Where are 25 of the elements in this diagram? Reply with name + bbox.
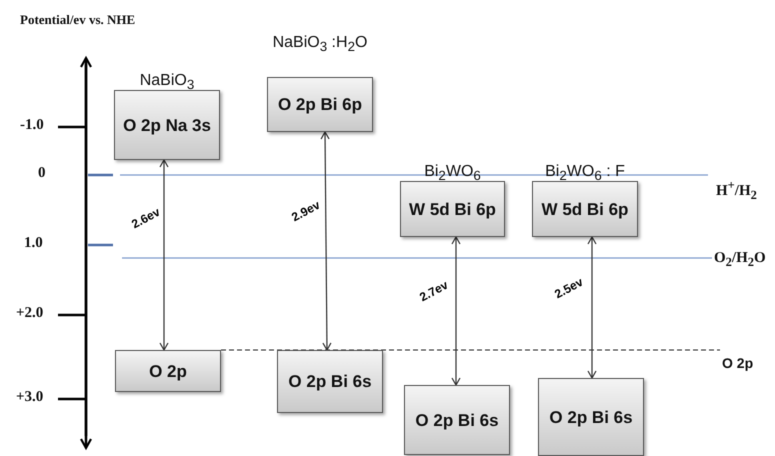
energy-band-box: O 2p Bi 6p: [267, 77, 373, 132]
tick-label: -1.0: [20, 117, 44, 134]
tick-label: 0: [38, 165, 46, 182]
material-heading: NaBiO$_{3}$ :H$_{2}$O: [272, 34, 368, 54]
axis-title: Potential/ev vs. NHE: [20, 12, 136, 28]
reference-label: O$_{2}$/H$_{2}$O: [714, 250, 766, 270]
tick-label: +2.0: [16, 305, 44, 322]
tick-label: 1.0: [24, 235, 43, 252]
double-arrow: [320, 131, 332, 351]
energy-band-box: W 5d Bi 6p: [400, 181, 505, 237]
energy-band-box: O 2p Bi 6s: [404, 385, 510, 455]
energy-band-box: O 2p Na 3s: [114, 90, 220, 160]
material-heading: Bi$_{2}$WO$_{6}$ : F: [545, 163, 625, 184]
double-arrow: [587, 236, 597, 379]
material-heading: Bi$_{2}$WO$_{6}$: [424, 163, 481, 184]
reference-label: O 2p: [722, 355, 754, 371]
energy-band-box: O 2p: [115, 350, 221, 392]
tick-label: +3.0: [16, 389, 44, 406]
reference-label: H$^{+}$/H$_{2}$: [716, 178, 757, 203]
energy-band-box: O 2p Bi 6s: [277, 350, 383, 413]
material-heading: NaBiO$_{3}$: [140, 72, 194, 92]
double-arrow: [159, 159, 169, 351]
energy-band-box: W 5d Bi 6p: [532, 181, 638, 237]
double-arrow: [451, 236, 461, 386]
energy-band-box: O 2p Bi 6s: [538, 378, 644, 456]
